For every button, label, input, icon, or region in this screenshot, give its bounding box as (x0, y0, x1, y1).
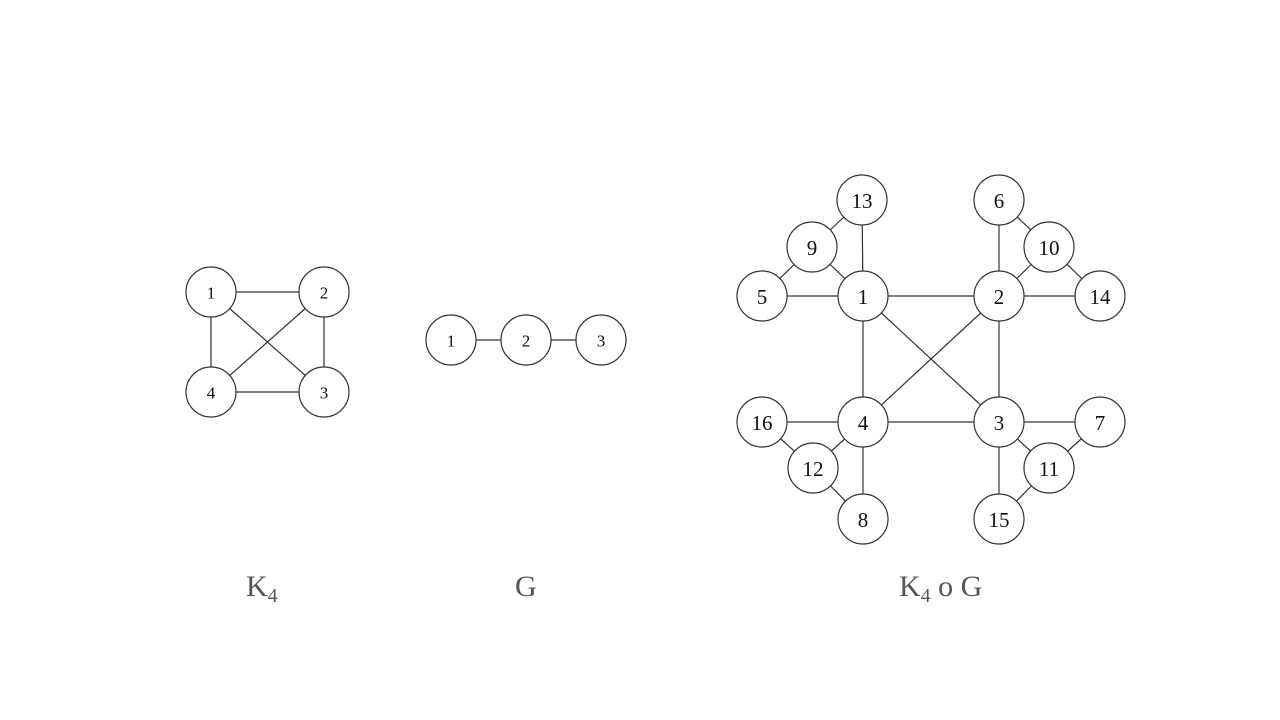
corona-node-15 (973, 493, 1025, 545)
corona-node-2 (973, 270, 1025, 322)
corona-node-label-2: 2 (994, 285, 1005, 309)
k4-node-1 (185, 266, 237, 318)
corona-node-7 (1074, 396, 1126, 448)
corona-node-label-6: 6 (994, 189, 1005, 213)
corona-node-6 (973, 174, 1025, 226)
k4-graph: 1 2 3 4 (185, 266, 350, 418)
corona-node-label-7: 7 (1095, 411, 1106, 435)
corona-node-label-10: 10 (1039, 236, 1060, 260)
corona-edge-2-4 (862, 295, 1000, 423)
corona-node-12 (787, 442, 839, 494)
k4-node-label-4: 4 (207, 384, 216, 403)
corona-node-3 (973, 396, 1025, 448)
k4-node-label-3: 3 (320, 384, 329, 403)
corona-node-label-8: 8 (858, 508, 869, 532)
corona-node-label-13: 13 (852, 189, 873, 213)
g-node-label-3: 3 (597, 332, 606, 351)
corona-node-10 (1023, 221, 1075, 273)
corona-node-5 (736, 270, 788, 322)
corona-node-13 (836, 174, 888, 226)
corona-node-8 (837, 493, 889, 545)
corona-node-9 (786, 221, 838, 273)
corona-node-label-15: 15 (989, 508, 1010, 532)
g-caption: G (515, 570, 537, 603)
k4-node-2 (298, 266, 350, 318)
corona-node-label-14: 14 (1090, 285, 1112, 309)
g-node-3 (575, 314, 627, 366)
g-node-1 (425, 314, 477, 366)
corona-node-11 (1023, 442, 1075, 494)
corona-node-label-3: 3 (994, 411, 1005, 435)
g-node-label-2: 2 (522, 332, 531, 351)
corona-node-16 (736, 396, 788, 448)
g-graph: 1 2 3 (425, 314, 627, 366)
g-node-label-1: 1 (447, 332, 456, 351)
k4-caption: K4 (246, 570, 278, 607)
corona-node-label-16: 16 (752, 411, 773, 435)
k4-node-3 (298, 366, 350, 418)
k4-node-label-2: 2 (320, 284, 329, 303)
corona-node-label-5: 5 (757, 285, 768, 309)
k4-node-label-1: 1 (207, 284, 216, 303)
corona-node-4 (837, 396, 889, 448)
k4-node-4 (185, 366, 237, 418)
corona-node-label-12: 12 (803, 457, 824, 481)
corona-caption: K4 o G (899, 570, 983, 607)
corona-node-label-1: 1 (858, 285, 869, 309)
corona-node-14 (1074, 270, 1126, 322)
corona-node-label-4: 4 (858, 411, 869, 435)
corona-node-1 (837, 270, 889, 322)
corona-node-label-11: 11 (1039, 457, 1059, 481)
corona-node-label-9: 9 (807, 236, 818, 260)
g-node-2 (500, 314, 552, 366)
